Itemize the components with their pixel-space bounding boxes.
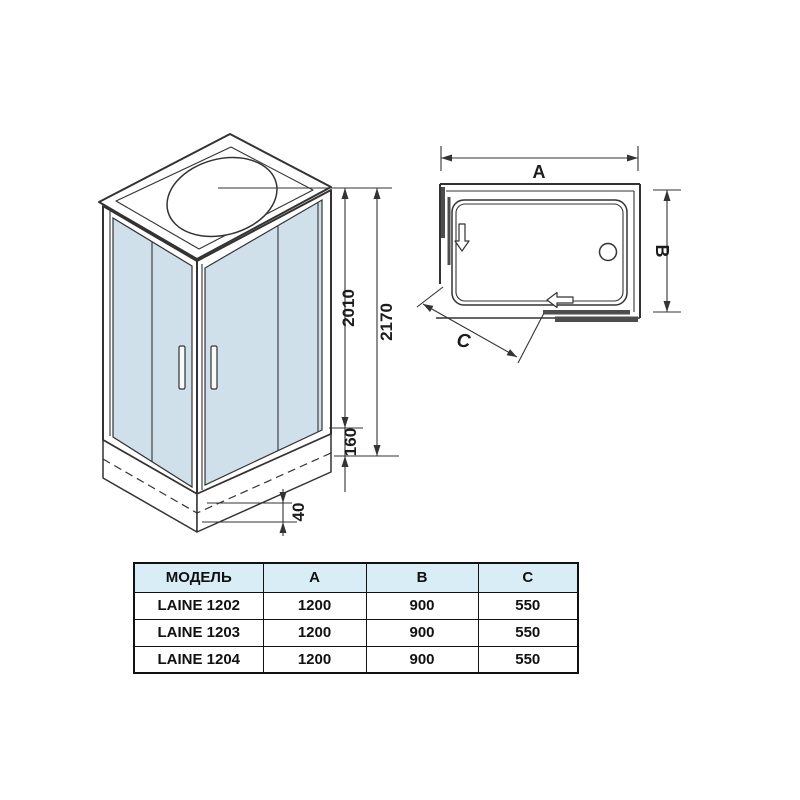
plan-dim-C: C (416, 286, 545, 364)
left-door-bar-1 (441, 187, 445, 238)
plan-tray-outer (451, 199, 628, 306)
model-name: LAINE 1202 (133, 591, 264, 620)
plan-tray-inner (455, 203, 624, 302)
header-model: МОДЕЛЬ (133, 562, 264, 593)
bottom-door-bar-1 (543, 310, 630, 315)
slide-down-arrow-icon (454, 223, 470, 252)
iso-dimensions: 2010 160 2170 40 (202, 187, 399, 536)
front-glass (204, 198, 323, 486)
dim-label-door-height: 2010 (339, 289, 358, 327)
table-row: LAINE 1203 1200 900 550 (133, 618, 579, 647)
table-row: LAINE 1204 1200 900 550 (133, 645, 579, 674)
plan-dim-B: B (652, 189, 681, 313)
left-door-bar-2 (447, 197, 451, 265)
plan-slide-arrows (454, 223, 574, 309)
tray-front-face (196, 433, 332, 533)
roof-inner-border (115, 146, 314, 250)
shower-tray (102, 433, 332, 533)
dimensions-table: МОДЕЛЬ A B C LAINE 1202 1200 900 550 LAI… (133, 562, 579, 674)
left-side-panels (102, 205, 198, 495)
value-b: 900 (365, 645, 479, 674)
value-b: 900 (365, 591, 479, 620)
header-dim-a: A (262, 562, 367, 593)
table-header-row: МОДЕЛЬ A B C (133, 562, 579, 593)
model-name: LAINE 1204 (133, 645, 264, 674)
value-c: 550 (477, 645, 579, 674)
model-name: LAINE 1203 (133, 618, 264, 647)
dim-label-tray-height: 160 (341, 428, 360, 456)
roof-dome-ellipse (166, 156, 278, 238)
dim-label-A: A (533, 162, 546, 182)
plan-dim-A: A (440, 146, 639, 182)
plan-door-panels (441, 187, 638, 322)
value-a: 1200 (262, 591, 367, 620)
dim-label-C: C (456, 330, 472, 352)
value-a: 1200 (262, 618, 367, 647)
dim-label-total-height: 2170 (377, 303, 396, 341)
slide-left-arrow-icon (546, 291, 574, 309)
cabin-roof (98, 133, 332, 260)
front-door-handle (210, 345, 218, 390)
value-c: 550 (477, 591, 579, 620)
plan-tray (451, 199, 628, 306)
front-side-panels (196, 189, 332, 495)
tray-hidden-edge (102, 452, 332, 514)
dim-label-tray-edge: 40 (289, 503, 308, 522)
left-door-handle (178, 345, 186, 390)
value-b: 900 (365, 618, 479, 647)
table-row: LAINE 1202 1200 900 550 (133, 591, 579, 620)
bottom-door-bar-2 (555, 316, 638, 322)
header-dim-c: C (477, 562, 579, 593)
plan-view: A B C (416, 146, 681, 364)
value-a: 1200 (262, 645, 367, 674)
drain-circle (598, 242, 618, 262)
value-c: 550 (477, 618, 579, 647)
dim-label-B: B (652, 245, 672, 258)
iso-view: 2010 160 2170 40 (98, 133, 399, 536)
header-dim-b: B (365, 562, 479, 593)
